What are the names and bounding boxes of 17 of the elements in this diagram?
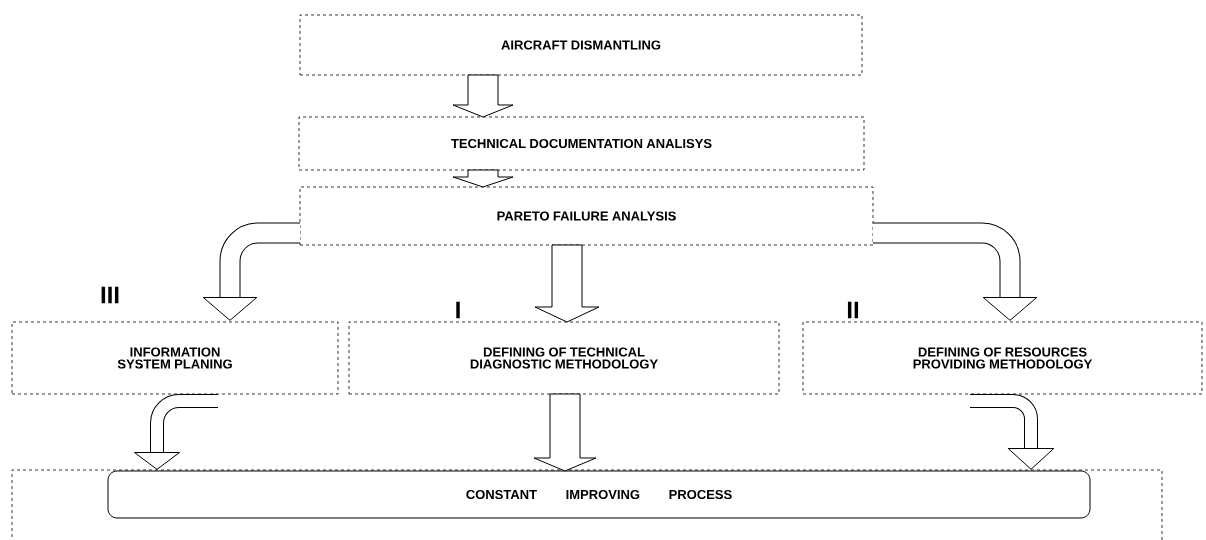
process-box: TECHNICAL DOCUMENTATION ANALISYS (298, 116, 865, 171)
frame-box (11, 469, 1163, 540)
block-arrow (452, 74, 514, 118)
block-arrow (534, 244, 600, 323)
process-box: DEFINING OF RESOURCES PROVIDING METHODOLOGY (802, 321, 1203, 395)
process-box: AIRCRAFT DISMANTLING (299, 14, 863, 76)
block-arrow (970, 394, 1055, 470)
roman-numeral: II (847, 301, 859, 319)
block-arrow (202, 222, 300, 321)
roman-numeral: I (456, 301, 460, 319)
block-arrow (452, 169, 514, 188)
block-arrow (873, 222, 1038, 321)
process-box: INFORMATION SYSTEM PLANING (11, 321, 339, 395)
block-arrow (533, 393, 597, 472)
block-arrow (133, 394, 218, 470)
process-box: DEFINING OF TECHNICAL DIAGNOSTIC METHODOLOGY (348, 321, 780, 395)
process-box: PARETO FAILURE ANALYSIS (299, 186, 874, 246)
